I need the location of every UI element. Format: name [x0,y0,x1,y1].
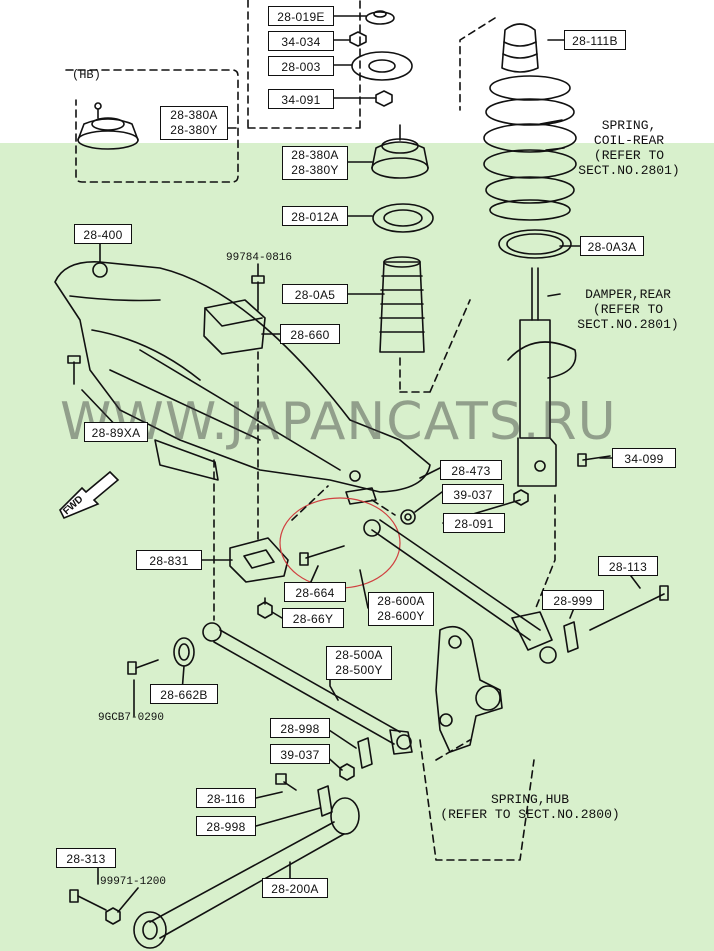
note-hub-line-2: (REFER TO SECT.NO.2800) [440,807,620,822]
note-damper-line-2: (REFER TO [592,302,664,317]
bolt-34099-icon [577,453,611,467]
bump-cap-icon [365,10,395,25]
label-28-600[interactable]: 28-600A 28-600Y [368,592,434,626]
label-28-831[interactable]: 28-831 [136,550,202,570]
background-highlight [0,143,714,951]
bolt-313-icon [69,889,107,911]
washer-999-icon [563,621,579,653]
note-damper-rear: DAMPER,REAR (REFER TO SECT.NO.2801) [572,287,684,332]
bolt-664-icon [299,545,345,566]
bolt-116-icon [275,773,297,791]
label-28-313[interactable]: 28-313 [56,848,116,868]
nut-39037b-icon [339,763,355,781]
label-34-099[interactable]: 34-099 [612,448,676,468]
label-34-091[interactable]: 34-091 [268,89,334,109]
hb-mount-icon [77,102,139,150]
plate-831-icon [229,537,289,583]
label-28-89XA[interactable]: 28-89XA [84,422,148,442]
label-28-400[interactable]: 28-400 [74,224,132,244]
label-28-380Y: 28-380Y [291,163,339,177]
label-28-660[interactable]: 28-660 [280,324,340,344]
label-28-012A[interactable]: 28-012A [282,206,348,226]
label-28-998b[interactable]: 28-998 [196,816,256,836]
note-damper-line-3: SECT.NO.2801) [577,317,679,332]
lateral-link-icon [363,519,557,664]
bolt-99784-icon [251,275,265,311]
nut-66y-icon [257,597,273,619]
label-39-037a[interactable]: 39-037 [442,484,504,504]
label-28-380A: 28-380A [291,148,339,162]
bushing-662b-icon [173,637,195,667]
nut-99971-icon [105,907,121,925]
coil-spring-icon [483,75,577,221]
label-28-111B[interactable]: 28-111B [564,30,626,50]
variant-label: (HB) [72,68,101,82]
label-28-662B[interactable]: 28-662B [150,684,218,704]
label-28-473[interactable]: 28-473 [440,460,502,480]
label-28-380[interactable]: 28-380A 28-380Y [282,146,348,180]
note-spring-line-2: COIL-REAR [593,133,665,148]
nut-28091-icon [513,489,529,506]
note-spring-hub: SPRING,HUB (REFER TO SECT.NO.2800) [432,792,628,822]
label-hb-28-380Y: 28-380Y [170,123,218,137]
label-28-113[interactable]: 28-113 [598,556,658,576]
label-28-019E[interactable]: 28-019E [268,6,334,26]
part-99784-0816: 99784-0816 [226,252,293,264]
note-damper-line-1: DAMPER,REAR [585,287,671,302]
mount-block-icon [203,299,266,355]
rubber-seat-icon [372,203,434,233]
bracket-473-icon [345,487,377,505]
label-28-500Y: 28-500Y [335,663,383,677]
dust-boot-icon [379,256,425,353]
note-hub-line-1: SPRING,HUB [490,792,569,807]
bolt-113-icon [589,585,669,631]
note-spring-line-1: SPRING, [601,118,657,133]
bolt-9gcb7-icon [127,659,159,675]
label-28-600A: 28-600A [377,594,425,608]
label-28-664[interactable]: 28-664 [284,582,346,602]
upper-mount-icon [371,124,429,179]
watermark: WWW.JAPANCATS.RU [60,392,617,452]
label-28-200A[interactable]: 28-200A [262,878,328,898]
label-28-600Y: 28-600Y [377,609,425,623]
label-28-003[interactable]: 28-003 [268,56,334,76]
label-28-116[interactable]: 28-116 [196,788,256,808]
label-34-034[interactable]: 34-034 [268,31,334,51]
top-frame [247,0,361,129]
bump-stopper-icon [501,23,539,73]
label-28-999[interactable]: 28-999 [542,590,604,610]
highlight-circle [279,497,401,589]
knuckle-icon [435,625,503,753]
damper-icon [507,267,577,487]
washer-998a-icon [357,737,373,769]
bolt-89xa-icon [67,355,81,385]
label-28-0A5[interactable]: 28-0A5 [282,284,348,304]
fwd-arrow-icon [59,470,120,520]
washer-998b-icon [317,785,333,817]
nut-icon-2 [375,90,393,107]
note-spring-coil-rear: SPRING, COIL-REAR (REFER TO SECT.NO.2801… [574,118,684,178]
lower-link-icon [202,622,413,755]
label-28-66Y[interactable]: 28-66Y [282,608,344,628]
washer-39037-icon [400,509,416,525]
spring-seat-icon [498,229,572,259]
label-28-500A: 28-500A [335,648,383,662]
part-99971-1200: 99971-1200 [100,876,167,888]
note-spring-line-4: SECT.NO.2801) [578,163,680,178]
label-28-998a[interactable]: 28-998 [270,718,330,738]
label-28-500[interactable]: 28-500A 28-500Y [326,646,392,680]
label-28-091[interactable]: 28-091 [443,513,505,533]
nut-icon-1 [349,31,367,47]
part-9GCB7-0290: 9GCB7-0290 [98,712,165,724]
label-28-0A3A[interactable]: 28-0A3A [580,236,644,256]
label-hb-28-380[interactable]: 28-380A 28-380Y [160,106,228,140]
note-spring-line-3: (REFER TO [593,148,665,163]
crossmember-icon [54,261,431,493]
trailing-link-icon [133,797,360,949]
label-39-037b[interactable]: 39-037 [270,744,330,764]
hb-variant-frame [65,69,239,183]
label-hb-28-380A: 28-380A [170,108,218,122]
seat-icon [351,51,413,81]
